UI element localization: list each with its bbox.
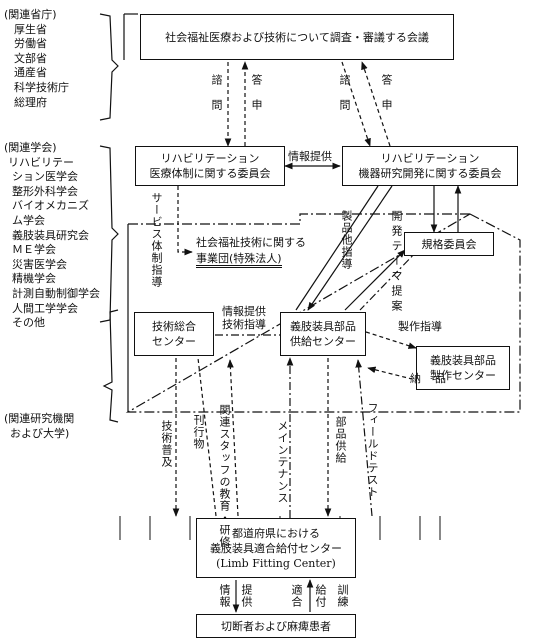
society-item: 計測自動制御学会 (12, 286, 100, 300)
publications-label: 刊行物 (192, 414, 205, 450)
societies-group: (関連学会) リハビリテー ション医学会 整形外科学会 バイオメカニズ ム学会 … (4, 141, 100, 331)
rehab-device-committee-box: リハビリテーション 機器研究開発に関する委員会 (342, 146, 518, 186)
tech-center-box: 技術総合 センター (134, 312, 214, 356)
standards-committee-box: 規格委員会 (404, 232, 494, 256)
box-line: 供給センター (290, 335, 356, 348)
box-line: 切断者および麻痺患者 (221, 619, 331, 633)
box-line: (Limb Fitting Center) (216, 556, 336, 570)
box-line: 義肢装具部品 (290, 320, 356, 333)
ministries-heading: (関連省庁) (4, 8, 57, 21)
supply-center-box: 義肢装具部品 供給センター (280, 312, 366, 356)
service-guidance-label: サービス体制指導 (150, 192, 163, 288)
ministry-item: 総理府 (14, 95, 47, 109)
reply-right-label: 答申 (380, 74, 393, 124)
ministries-group: (関連省庁) 厚生省 労働省 文部省 通産省 科学技術庁 総理府 (4, 8, 69, 110)
bottom-fit-label: 適合 (290, 584, 303, 608)
box-line: 技術総合 (152, 320, 196, 333)
bracket-institutes (102, 309, 119, 423)
bottom-info-label: 情報 (218, 584, 231, 608)
bracket-societies (99, 145, 119, 323)
institutes-group: (関連研究機関 および大学) (4, 412, 74, 441)
bracket-ministries (99, 13, 119, 121)
box-line: リハビリテーション (380, 152, 480, 165)
ministry-item: 労働省 (14, 37, 47, 51)
ministry-item: 通産省 (14, 66, 47, 80)
box-line: 義肢装具適合給付センター (210, 541, 342, 555)
tech-spread-label: 技術普及 (160, 420, 173, 468)
society-item: 整形外科学会 (12, 184, 78, 198)
society-item: バイオメカニズ (12, 199, 89, 213)
society-item: 災害医学会 (12, 257, 67, 271)
institutes-region (125, 213, 521, 413)
box-line: 機器研究開発に関する委員会 (358, 167, 502, 180)
society-item: その他 (12, 316, 45, 330)
society-item: ＭＥ学会 (12, 243, 56, 257)
council-label: 社会福祉医療および技術について調査・審議する会議 (165, 30, 429, 44)
delivery-label: 納品 (410, 372, 460, 385)
rehab-medical-committee-box: リハビリテーション 医療体制に関する委員会 (135, 146, 285, 186)
info-tech-guidance-label1: 情報提供 (222, 305, 266, 318)
society-item: 人間工学学会 (12, 301, 78, 315)
society-item: 精機学会 (12, 272, 56, 286)
production-guidance-label: 製作指導 (398, 320, 442, 333)
box-line: 義肢装具部品 (430, 354, 496, 367)
patients-box: 切断者および麻痺患者 (196, 614, 356, 638)
society-item: ム学会 (12, 213, 45, 227)
ministry-item: 厚生省 (14, 22, 47, 36)
box-line: 製作センター (430, 369, 496, 382)
fitting-center-box: 都道府県における 義肢装具適合給付センター (Limb Fitting Cent… (196, 518, 356, 578)
ministry-item: 文部省 (14, 51, 47, 65)
staff-education-label: 関連スタッフの教育・研修 (218, 404, 231, 548)
council-box: 社会福祉医療および技術について調査・審議する会議 (140, 14, 454, 60)
box-line: リハビリテーション (160, 152, 260, 165)
bottom-give-label: 給付 (314, 584, 327, 608)
institutes-line: および大学) (10, 426, 70, 440)
box-line: 医療体制に関する委員会 (149, 167, 271, 180)
corporation-line1: 社会福祉技術に関する (196, 236, 306, 249)
box-line: センター (152, 335, 196, 348)
society-item: リハビリテー (8, 155, 74, 169)
dev-theme-proposal-label: 開発テーマ提案 (390, 210, 403, 315)
parts-supply-label: 部品供給 (334, 416, 347, 464)
corporation-line2: 事業団(特殊法人) (196, 252, 282, 268)
info-provide-top-label: 情報提供 (288, 150, 332, 163)
society-item: ション医学会 (12, 170, 78, 184)
box-line: 都道府県における (232, 526, 320, 540)
ministry-item: 科学技術庁 (14, 80, 69, 94)
box-line: 規格委員会 (421, 237, 477, 251)
field-test-label: フィールドテスト (366, 402, 379, 498)
product-guidance-label: 製品他指導 (340, 210, 353, 270)
consult-right-label: 諮問 (338, 74, 351, 124)
maintenance-label: メインテナンス (276, 420, 289, 504)
info-tech-guidance-label2: 技術指導 (222, 318, 266, 331)
institutes-line: (関連研究機関 (4, 412, 75, 425)
societies-heading: (関連学会) (4, 141, 57, 154)
consult-left-label: 諮問 (210, 74, 223, 124)
manufacture-center-box: 義肢装具部品 製作センター (416, 346, 510, 390)
reply-left-label: 答申 (250, 74, 263, 124)
bottom-provide-label: 提供 (240, 584, 253, 608)
society-item: 義肢装具研究会 (12, 228, 89, 242)
bottom-train-label: 訓練 (336, 584, 349, 608)
